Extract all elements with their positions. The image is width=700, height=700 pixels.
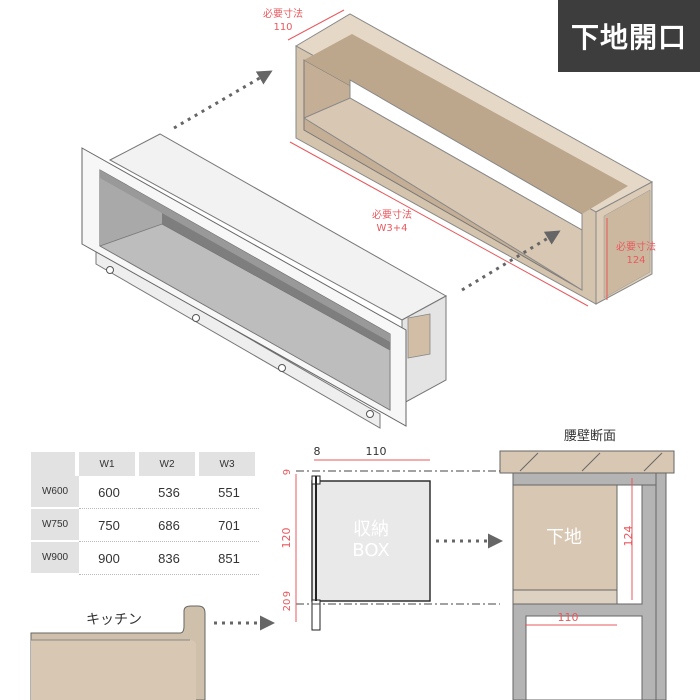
table-header-w2: W2	[139, 452, 199, 476]
arrow-upper	[173, 70, 273, 130]
cell-w3: 851	[199, 542, 259, 575]
box-label-line2: BOX	[352, 540, 389, 561]
height-dim-value: 124	[626, 255, 645, 266]
cell-w2: 536	[139, 476, 199, 509]
wood-frame-3d	[287, 9, 654, 307]
kitchen-counter	[30, 605, 206, 700]
dim-120: 120	[280, 528, 293, 549]
cell-w3: 701	[199, 509, 259, 542]
storage-box-3d	[81, 133, 448, 429]
box-section	[295, 459, 500, 631]
top-dim-label: 必要寸法	[263, 7, 303, 20]
dim-110-bottom: 110	[558, 611, 579, 624]
top-dim-value: 110	[273, 22, 292, 33]
width-dim-label: 必要寸法	[372, 208, 412, 221]
cell-w1: 600	[79, 476, 139, 509]
row-label: W600	[31, 476, 79, 509]
opening-badge: 下地開口	[558, 0, 700, 72]
dim-8: 8	[314, 445, 321, 458]
section-view	[499, 450, 675, 700]
dim-20: 20	[282, 599, 293, 612]
table-row: W900 900 836 851	[31, 542, 259, 575]
kitchen-label: キッチン	[86, 612, 142, 628]
base-label: 下地	[546, 527, 582, 548]
dim-124: 124	[622, 526, 635, 547]
table-row: W750 750 686 701	[31, 509, 259, 542]
dim-9-bottom: 9	[282, 591, 293, 597]
width-dim-value: W3+4	[377, 223, 408, 234]
spec-table: W1 W2 W3 W600 600 536 551 W750 750 686 7…	[31, 452, 259, 575]
box-label-line1: 収納	[353, 519, 389, 540]
height-dim-label: 必要寸法	[616, 240, 656, 253]
arrow-lower	[461, 230, 561, 292]
row-label: W900	[31, 542, 79, 575]
section-title: 腰壁断面	[564, 429, 616, 444]
cell-w3: 551	[199, 476, 259, 509]
table-header-row: W1 W2 W3	[31, 452, 259, 476]
row-label: W750	[31, 509, 79, 542]
cell-w1: 750	[79, 509, 139, 542]
dim-9-top: 9	[282, 469, 293, 475]
cell-w2: 836	[139, 542, 199, 575]
table-header-corner	[31, 452, 79, 476]
table-header-w1: W1	[79, 452, 139, 476]
cell-w1: 900	[79, 542, 139, 575]
table-header-w3: W3	[199, 452, 259, 476]
cell-w2: 686	[139, 509, 199, 542]
dim-110-top: 110	[366, 445, 387, 458]
table-row: W600 600 536 551	[31, 476, 259, 509]
